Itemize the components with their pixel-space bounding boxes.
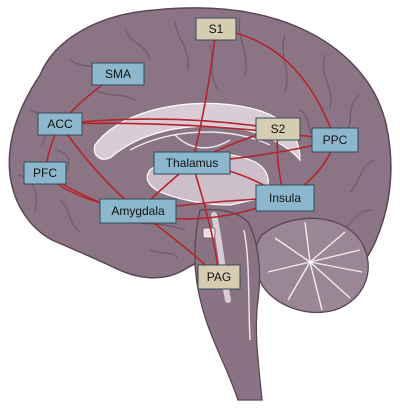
- node-ppc-label: PPC: [323, 133, 348, 147]
- node-pag: PAG: [197, 264, 241, 290]
- node-thalamus: Thalamus: [153, 151, 231, 175]
- node-thalamus-label: Thalamus: [166, 156, 219, 170]
- node-sma-label: SMA: [105, 67, 131, 81]
- node-amygdala-label: Amygdala: [111, 204, 165, 218]
- node-ppc-box: [311, 127, 359, 153]
- edge-s1-thalamus: [191, 28, 217, 164]
- node-ppc: PPC: [311, 127, 359, 153]
- node-s1-box: [195, 17, 237, 41]
- node-pfc-label: PFC: [33, 166, 57, 180]
- node-amygdala: Amygdala: [99, 198, 177, 224]
- node-acc-label: ACC: [47, 117, 73, 131]
- node-insula: Insula: [255, 184, 315, 212]
- node-s2-label: S2: [271, 122, 286, 136]
- node-thalamus-box: [153, 151, 231, 175]
- hypothalamus-marker: [202, 227, 216, 239]
- edge-acc-s2: [59, 118, 279, 130]
- cerebellum-folia: [267, 221, 363, 311]
- edge-acc-ppc: [59, 122, 336, 141]
- node-s1: S1: [195, 17, 237, 41]
- node-s2-box: [255, 117, 301, 141]
- brainstem: [194, 208, 263, 401]
- node-pfc: PFC: [23, 161, 67, 185]
- node-s2: S2: [255, 117, 301, 141]
- node-amygdala-box: [99, 198, 177, 224]
- node-insula-box: [255, 184, 315, 212]
- node-insula-label: Insula: [269, 191, 301, 205]
- node-pfc-box: [23, 161, 67, 185]
- node-sma: SMA: [91, 62, 145, 86]
- node-s1-label: S1: [209, 22, 224, 36]
- node-acc: ACC: [37, 112, 83, 136]
- node-pag-box: [197, 264, 241, 290]
- aqueduct: [211, 212, 231, 303]
- node-pag-label: PAG: [207, 270, 231, 284]
- node-acc-box: [37, 112, 83, 136]
- node-sma-box: [91, 62, 145, 86]
- corpus-callosum: [93, 102, 301, 162]
